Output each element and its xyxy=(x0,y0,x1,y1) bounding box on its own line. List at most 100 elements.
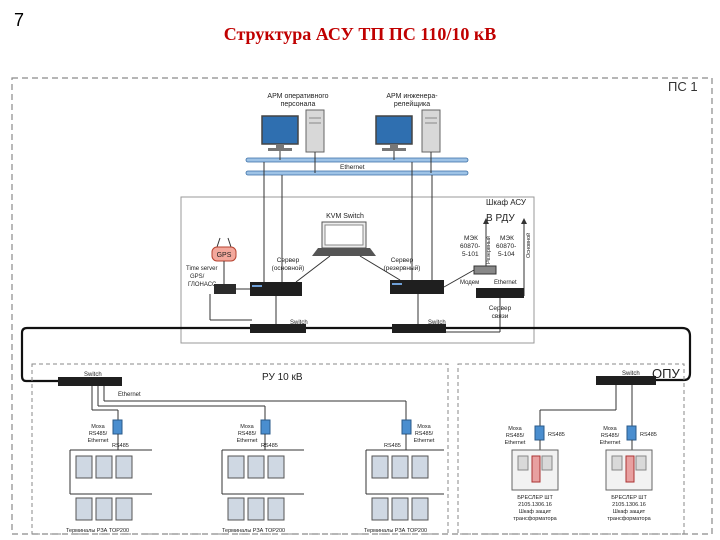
server-reserve-device xyxy=(390,280,444,294)
asu-cabinet-border xyxy=(180,196,535,344)
main-channel-label: Основной xyxy=(525,233,532,258)
time-server-label-3: ГЛОНАСС xyxy=(188,282,217,288)
bresler1-label-4: трансформатора xyxy=(513,516,557,522)
server-main-label-1: Сервер xyxy=(277,257,300,264)
moxa3-label-2: RS485/ xyxy=(415,431,434,437)
bresler1-label-1: БРЕСЛЕР ШТ xyxy=(517,495,553,501)
moxa-opu1-label-2: RS485/ xyxy=(506,433,525,439)
arm-operator-label-2: персонала xyxy=(281,101,316,108)
ethernet-bus: Ethernet xyxy=(245,157,469,176)
kvm-switch: KVM Switch xyxy=(312,213,376,256)
bresler1-label-2: 2105.1306.16 xyxy=(518,502,552,508)
terminals-label-1: Терминалы РЗА ТОР200 xyxy=(66,528,129,534)
modem-label: Модем xyxy=(460,280,479,286)
terminal-device xyxy=(371,497,389,521)
slide-title: Структура АСУ ТП ПС 110/10 кВ xyxy=(223,24,497,44)
arrow-up-icon xyxy=(483,218,489,224)
ethernet-small-label: Ethernet xyxy=(494,280,517,286)
terminal-device xyxy=(227,455,245,479)
bresler-cabinet-1 xyxy=(511,449,559,491)
slide-number: 7 xyxy=(14,10,25,30)
terminal-device xyxy=(75,497,93,521)
moxa-opu2-label-3: Ethernet xyxy=(600,440,621,446)
terminal-device xyxy=(391,455,409,479)
cabinet-label: Шкаф АСУ xyxy=(486,198,527,207)
moxa2-label-1: Moxa xyxy=(240,424,254,430)
bresler-cabinet-2 xyxy=(605,449,653,491)
moxa1-label-3: Ethernet xyxy=(88,438,109,444)
arm-operator-label-1: АРМ оперативного xyxy=(267,93,328,100)
terminal-device xyxy=(75,455,93,479)
terminal-device xyxy=(227,497,245,521)
opu-area xyxy=(457,363,685,535)
bresler2-label-2: 2105.1306.16 xyxy=(612,502,646,508)
bresler1-label-3: Шкаф защит xyxy=(519,509,552,515)
switch-label: Switch xyxy=(622,371,640,377)
terminals-group-2 xyxy=(227,455,285,521)
moxa1-label-2: RS485/ xyxy=(89,431,108,437)
ethernet-ring xyxy=(20,326,692,383)
asu-tp-structure-diagram: ПС 1 АРМ оперативного персонала АРМ инже… xyxy=(11,77,713,535)
terminal-device xyxy=(391,497,409,521)
pc-tower-icon xyxy=(421,109,441,153)
gps-label: GPS xyxy=(217,252,232,259)
switch-device-opu xyxy=(596,376,656,385)
modem-device xyxy=(473,265,497,275)
bresler2-label-1: БРЕСЛЕР ШТ xyxy=(611,495,647,501)
terminal-device xyxy=(247,497,265,521)
bresler2-label-3: Шкаф защит xyxy=(613,509,646,515)
gps-receiver: GPS xyxy=(211,237,237,262)
switch-label: Switch xyxy=(290,320,308,326)
ethernet-bus-label: Ethernet xyxy=(340,164,365,171)
moxa1-label-1: Moxa xyxy=(91,424,105,430)
server-main-device xyxy=(250,282,302,296)
comm-server-device xyxy=(476,288,524,298)
substation-label: ПС 1 xyxy=(668,79,698,94)
terminal-device xyxy=(247,455,265,479)
terminals-group-1 xyxy=(75,455,133,521)
moxa-opu1-label-3: Ethernet xyxy=(505,440,526,446)
terminal-device xyxy=(267,455,285,479)
bresler2-label-4: трансформатора xyxy=(607,516,651,522)
switch-device-cabinet-1 xyxy=(250,324,306,333)
ethernet-label-ru: Ethernet xyxy=(118,392,141,398)
time-server-label-1: Time server xyxy=(186,266,217,272)
reserve-channel-label: Резервный xyxy=(485,236,492,264)
mek1-label-2: 60870- xyxy=(460,243,480,250)
ru-10kv-label: РУ 10 кВ xyxy=(262,372,303,383)
terminal-device xyxy=(411,455,429,479)
mek1-label-3: 5-101 xyxy=(462,251,479,258)
switch-label: Switch xyxy=(428,320,446,326)
mek2-label-2: 60870- xyxy=(496,243,516,250)
moxa-device-3 xyxy=(401,419,412,435)
terminal-device xyxy=(411,497,429,521)
monitor-icon xyxy=(375,115,413,145)
terminal-device xyxy=(115,455,133,479)
server-main-label-2: (основной) xyxy=(272,264,305,272)
moxa2-label-2: RS485/ xyxy=(238,431,257,437)
moxa-device-opu-1 xyxy=(534,425,545,441)
terminal-device xyxy=(267,497,285,521)
pc-tower-icon xyxy=(305,109,325,153)
switch-device-ru xyxy=(58,377,122,386)
rs485-label-1: RS485 xyxy=(112,443,129,449)
rdu-label: В РДУ xyxy=(486,213,515,224)
arm-engineer: АРМ инженера- релейщика xyxy=(375,93,441,153)
arm-engineer-label-2: релейщика xyxy=(394,100,430,108)
terminal-device xyxy=(95,455,113,479)
switch-label: Switch xyxy=(84,372,102,378)
rs485-opu-1: RS485 xyxy=(548,432,565,438)
kvm-switch-label: KVM Switch xyxy=(326,213,364,220)
time-server-label-2: GPS/ xyxy=(190,274,205,280)
terminals-label-2: Терминалы РЗА ТОР200 xyxy=(222,528,285,534)
switch-device-cabinet-2 xyxy=(392,324,446,333)
arrow-up-icon xyxy=(521,218,527,224)
arm-engineer-label-1: АРМ инженера- xyxy=(386,93,438,100)
moxa-device-opu-2 xyxy=(626,425,637,441)
terminals-label-3: Терминалы РЗА ТОР200 xyxy=(364,528,427,534)
terminal-device xyxy=(371,455,389,479)
server-reserve-label-1: Сервер xyxy=(391,257,414,264)
opu-label: ОПУ xyxy=(652,366,680,381)
ru-10kv-area xyxy=(31,363,449,535)
rs485-label-3: RS485 xyxy=(384,443,401,449)
